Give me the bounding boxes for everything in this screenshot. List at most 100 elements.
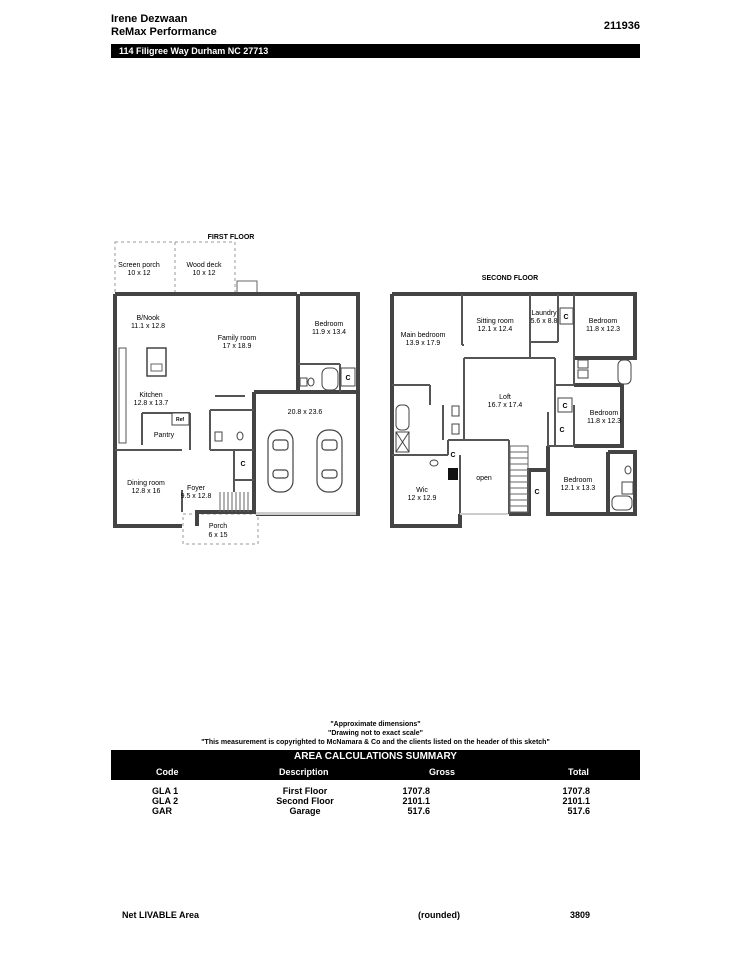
area-summary-header: AREA CALCULATIONS SUMMARY Code Descripti… xyxy=(111,750,640,780)
room-name: Wic xyxy=(416,487,428,494)
closet-box xyxy=(557,397,573,413)
row-total: 2101.1 xyxy=(562,796,590,806)
room-name: Pantry xyxy=(154,432,175,439)
address-bar: 114 Filigree Way Durham NC 27713 xyxy=(111,44,640,58)
toilet-icon xyxy=(429,459,439,467)
net-livable-label: Net LIVABLE Area xyxy=(122,910,200,920)
second-floor-interior-walls xyxy=(392,294,575,514)
room-dims: 17 x 18.9 xyxy=(223,343,252,350)
closet-label: C xyxy=(534,489,539,496)
toilet-icon xyxy=(307,377,315,387)
sink-icon xyxy=(621,481,634,495)
note-line: "Drawing not to exact scale" xyxy=(328,730,423,737)
sink-icon xyxy=(577,359,589,369)
row-gross: 517.6 xyxy=(407,806,430,816)
row-description: Garage xyxy=(289,806,321,816)
first-floor-labels: Screen porch 10 x 12 Wood deck 10 x 12 B… xyxy=(118,262,346,539)
closet-label: C xyxy=(450,452,455,459)
row-gross: 2101.1 xyxy=(402,796,430,806)
second-floor-plan: SECOND FLOOR xyxy=(390,275,637,528)
cars-icon xyxy=(267,429,343,493)
first-floor-title: FIRST FLOOR xyxy=(208,234,255,241)
agent-name: Irene Dezwaan xyxy=(111,13,188,25)
closet-label: C xyxy=(559,427,564,434)
row-total: 1707.8 xyxy=(562,786,590,796)
room-dims: 12.8 x 16 xyxy=(132,488,161,495)
sink-icon xyxy=(451,405,460,417)
room-dims: 12 x 12.9 xyxy=(408,495,437,502)
note-line: "This measurement is copyrighted to McNa… xyxy=(201,739,550,746)
room-name: Porch xyxy=(209,523,227,530)
room-name: Wood deck xyxy=(187,262,222,269)
room-dims: 11.1 x 12.8 xyxy=(131,323,165,330)
room-name: Family room xyxy=(218,335,257,342)
rounded-label: (rounded) xyxy=(418,910,460,920)
room-name: Kitchen xyxy=(139,392,162,399)
second-floor-title: SECOND FLOOR xyxy=(482,275,538,282)
kitchen-island xyxy=(146,347,167,377)
sink-icon xyxy=(577,369,589,379)
summary-title: AREA CALCULATIONS SUMMARY xyxy=(294,751,457,762)
toilet-icon xyxy=(236,431,244,441)
col-header-total: Total xyxy=(568,767,589,777)
row-description: Second Floor xyxy=(276,796,334,806)
first-floor-plan: FIRST FLOOR xyxy=(113,234,360,545)
closet-labels: C C C C C xyxy=(450,307,574,496)
garage-door xyxy=(256,512,356,515)
toilet-icon xyxy=(624,465,632,475)
sink-icon xyxy=(214,431,223,442)
first-floor-stairs xyxy=(219,492,249,512)
room-name: Bedroom xyxy=(590,410,619,417)
disclaimer-notes: "Approximate dimensions" "Drawing not to… xyxy=(111,720,640,747)
bathtub-icon xyxy=(321,367,339,391)
bathtub-icon xyxy=(611,495,633,511)
closet-label: C xyxy=(562,403,567,410)
row-description: First Floor xyxy=(282,786,328,796)
second-floor-walls xyxy=(390,292,637,528)
room-name: Foyer xyxy=(187,485,206,492)
ref-label: Ref xyxy=(176,417,184,423)
row-gross: 1707.8 xyxy=(402,786,430,796)
room-name: Laundry xyxy=(531,310,557,317)
room-dims: 20.8 x 23.6 xyxy=(288,409,323,416)
second-floor-stairs xyxy=(509,445,529,513)
room-dims: 12.1 x 13.3 xyxy=(561,485,596,492)
col-header-code: Code xyxy=(156,767,179,777)
room-name: open xyxy=(476,475,492,482)
property-address: 114 Filigree Way Durham NC 27713 xyxy=(119,46,269,56)
room-dims: 10 x 12 xyxy=(193,270,216,277)
report-id: 211936 xyxy=(603,20,640,32)
room-dims: 11.8 x 12.3 xyxy=(587,418,621,425)
company-name: ReMax Performance xyxy=(111,26,217,38)
sink-icon xyxy=(451,423,460,435)
floor-plan-sketch: FIRST FLOOR xyxy=(113,234,637,545)
room-dims: 13.9 x 17.9 xyxy=(406,340,441,347)
room-name: Bedroom xyxy=(315,321,344,328)
room-name: Bedroom xyxy=(564,477,593,484)
room-dims: 9.5 x 12.8 xyxy=(181,493,212,500)
sink-icon xyxy=(299,377,308,387)
col-header-description: Description xyxy=(279,767,329,777)
bathtub-icon xyxy=(617,359,632,385)
refrigerator xyxy=(171,412,190,426)
room-name: Sitting room xyxy=(476,318,514,325)
first-floor-walls xyxy=(113,292,360,528)
closet-box xyxy=(340,367,356,387)
room-dims: 11.9 x 13.4 xyxy=(312,329,346,336)
row-code: GLA 2 xyxy=(152,796,179,806)
closet-label: C xyxy=(563,314,568,321)
closet-label: C xyxy=(345,375,350,382)
row-total: 517.6 xyxy=(567,806,590,816)
second-floor-labels: Main bedroom 13.9 x 17.9 Sitting room 12… xyxy=(401,310,622,502)
row-code: GAR xyxy=(152,806,172,816)
room-name: Main bedroom xyxy=(401,332,446,339)
room-dims: 12.1 x 12.4 xyxy=(478,326,513,333)
room-name: Bedroom xyxy=(589,318,618,325)
room-dims: 5.6 x 8.8 xyxy=(531,318,558,325)
room-dims: 16.7 x 17.4 xyxy=(488,402,523,409)
room-name: Loft xyxy=(499,394,511,401)
room-dims: 11.8 x 12.3 xyxy=(586,326,620,333)
sink-icon xyxy=(150,363,163,372)
room-dims: 12.8 x 13.7 xyxy=(134,400,169,407)
open-rail xyxy=(460,513,508,515)
